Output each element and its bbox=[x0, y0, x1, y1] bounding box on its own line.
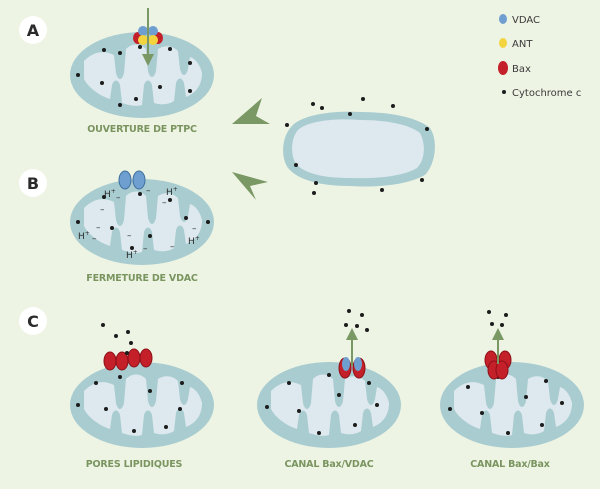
vdac-protein bbox=[138, 26, 148, 36]
panel-a: A OUVERTURE DE PTPC bbox=[19, 8, 214, 135]
arrow-from-a bbox=[232, 98, 270, 124]
cytochrome-dots-a bbox=[76, 45, 192, 107]
released-cytochrome-dots bbox=[285, 97, 429, 195]
legend-vdac-label: VDAC bbox=[512, 15, 540, 26]
panel-b-caption: FERMETURE DE VDAC bbox=[86, 273, 198, 284]
legend-ant-label: ANT bbox=[512, 39, 533, 50]
charge-minus: – bbox=[127, 231, 132, 241]
panel-b: B H+ H+ H+ H+ H+ – – – – – bbox=[19, 169, 214, 284]
panel-c-middle-caption: CANAL Bax/VDAC bbox=[285, 459, 374, 470]
legend-cytochrome-icon bbox=[502, 90, 506, 94]
charge-minus: – bbox=[96, 223, 101, 233]
convergence-arrows bbox=[232, 98, 270, 200]
ant-protein bbox=[148, 35, 158, 45]
ptpc-complex bbox=[133, 26, 163, 45]
cytochrome-dots-b bbox=[76, 192, 210, 250]
vdac-closed bbox=[118, 170, 146, 190]
legend-ant-icon bbox=[499, 38, 507, 48]
panel-c-letter: C bbox=[27, 312, 39, 331]
swollen-mitochondrion bbox=[283, 97, 435, 195]
mitochondrion-c-left bbox=[70, 362, 214, 448]
panel-a-badge bbox=[19, 16, 47, 44]
mitochondrion-a bbox=[70, 32, 214, 118]
panel-a-caption: OUVERTURE DE PTPC bbox=[87, 124, 197, 135]
charge-minus: – bbox=[116, 193, 121, 203]
charge-minus: – bbox=[170, 242, 175, 252]
panel-c-right-caption: CANAL Bax/Bax bbox=[470, 459, 549, 470]
mitochondrion-c-middle bbox=[257, 362, 401, 448]
proton-label: H+ bbox=[188, 235, 200, 247]
charge-minus: – bbox=[143, 244, 148, 254]
released-cytochrome-c-middle bbox=[344, 309, 369, 332]
arrow-from-b bbox=[232, 172, 268, 200]
vdac-protein bbox=[148, 26, 158, 36]
ant-protein bbox=[138, 35, 148, 45]
panel-b-badge bbox=[19, 169, 47, 197]
legend-bax-icon bbox=[498, 61, 508, 75]
efflux-arrow-middle bbox=[346, 328, 358, 366]
panel-c: C PORES LIPIDIQUES bbox=[19, 307, 584, 470]
legend: VDAC ANT Bax Cytochrome c bbox=[498, 14, 581, 99]
mitochondrion-b bbox=[70, 179, 214, 265]
charge-minus: – bbox=[100, 205, 105, 215]
proton-label: H+ bbox=[166, 186, 178, 198]
ion-labels: H+ H+ H+ H+ H+ – – – – – – – – – – bbox=[78, 186, 200, 261]
panel-b-letter: B bbox=[27, 174, 39, 193]
released-cytochrome-c-left bbox=[101, 323, 133, 355]
legend-bax-label: Bax bbox=[512, 64, 531, 75]
proton-label: H+ bbox=[126, 249, 138, 261]
charge-minus: – bbox=[92, 234, 97, 244]
panel-a-letter: A bbox=[27, 21, 40, 40]
bax-vdac-channel bbox=[338, 357, 366, 379]
charge-minus: – bbox=[192, 224, 197, 234]
proton-label: H+ bbox=[78, 230, 90, 242]
bax-bax-channel bbox=[484, 350, 512, 380]
legend-cytochrome-label: Cytochrome c bbox=[512, 88, 581, 99]
proton-label: H+ bbox=[104, 188, 116, 200]
charge-minus: – bbox=[146, 186, 151, 196]
efflux-arrow-right bbox=[492, 328, 504, 364]
influx-arrow bbox=[142, 8, 154, 66]
mitochondrion-c-right bbox=[440, 362, 584, 448]
legend-vdac-icon bbox=[499, 14, 507, 24]
charge-minus: – bbox=[162, 198, 167, 208]
released-cytochrome-c-right bbox=[487, 310, 508, 327]
panel-c-badge bbox=[19, 307, 47, 335]
panel-c-left-caption: PORES LIPIDIQUES bbox=[86, 459, 183, 470]
